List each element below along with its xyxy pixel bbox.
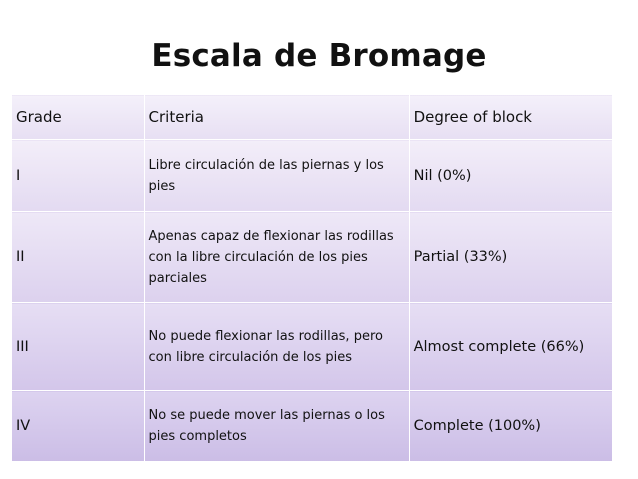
table-row: I Libre circulación de las piernas y los… (11, 139, 614, 212)
table-row: III No puede flexionar las rodillas, per… (11, 302, 614, 391)
grade-cell: IV (11, 390, 145, 462)
criteria-cell: No puede flexionar las rodillas, pero co… (143, 302, 410, 391)
degree-cell: Complete (100%) (408, 390, 614, 462)
degree-cell: Almost complete (66%) (408, 302, 614, 391)
bromage-scale-table: Grade Criteria Degree of block I Libre c… (11, 94, 614, 462)
table-header-row: Grade Criteria Degree of block (11, 94, 614, 140)
degree-cell: Partial (33%) (408, 211, 614, 303)
criteria-cell: No se puede mover las piernas o los pies… (143, 390, 410, 462)
header-degree-of-block: Degree of block (408, 94, 614, 140)
grade-cell: III (11, 302, 145, 391)
degree-cell: Nil (0%) (408, 139, 614, 212)
criteria-cell: Apenas capaz de flexionar las rodillas c… (143, 211, 410, 303)
header-criteria: Criteria (143, 94, 410, 140)
grade-cell: I (11, 139, 145, 212)
header-grade: Grade (11, 94, 145, 140)
table-row: II Apenas capaz de flexionar las rodilla… (11, 211, 614, 303)
criteria-cell: Libre circulación de las piernas y los p… (143, 139, 410, 212)
table-row: IV No se puede mover las piernas o los p… (11, 390, 614, 462)
slide-title: Escala de Bromage (151, 38, 487, 74)
grade-cell: II (11, 211, 145, 303)
